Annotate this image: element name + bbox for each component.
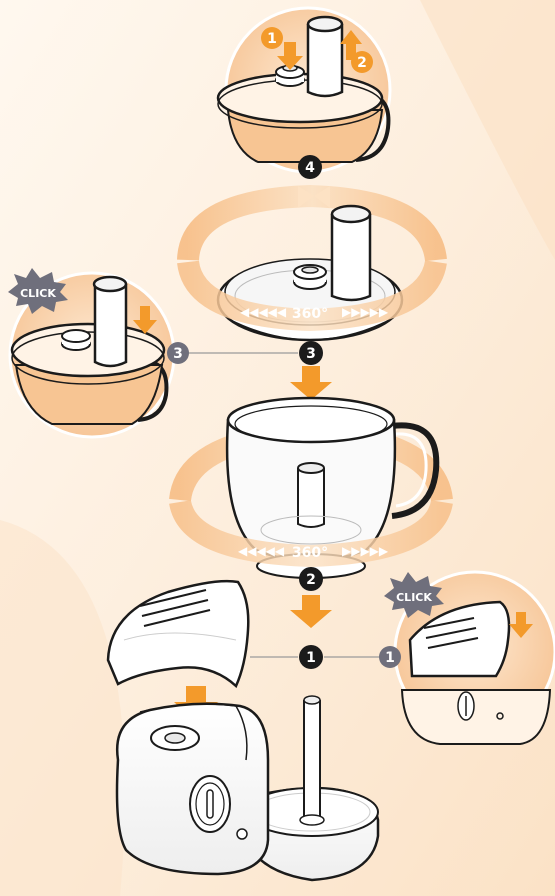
step-badge-4: 4 [298,155,322,179]
svg-text:▶▶▶▶▶: ▶▶▶▶▶ [342,305,389,319]
svg-text:1: 1 [385,650,395,666]
step-badge-top-1: 1 [261,27,283,49]
svg-text:◀◀◀◀◀: ◀◀◀◀◀ [238,544,285,558]
svg-text:◀◀◀◀◀: ◀◀◀◀◀ [240,305,287,319]
step-badge-right-1: 1 [379,646,401,668]
svg-text:1: 1 [306,650,316,666]
svg-text:2: 2 [306,572,316,588]
svg-text:3: 3 [173,346,183,362]
step-badge-3: 3 [299,341,323,365]
svg-text:CLICK: CLICK [396,591,432,604]
svg-text:CLICK: CLICK [20,287,56,300]
svg-text:4: 4 [305,160,315,176]
step-badge-top-2: 2 [351,51,373,73]
rotation-label-lower: 360° [292,545,328,561]
svg-text:2: 2 [357,55,367,71]
step-badge-left-3: 3 [167,342,189,364]
step-badge-2: 2 [299,567,323,591]
svg-text:▶▶▶▶▶: ▶▶▶▶▶ [342,544,389,558]
svg-text:3: 3 [306,346,316,362]
step-badge-1: 1 [299,645,323,669]
svg-text:1: 1 [267,31,277,47]
rotation-label-upper: 360° [292,306,328,322]
pulse-button-icon [237,829,247,839]
